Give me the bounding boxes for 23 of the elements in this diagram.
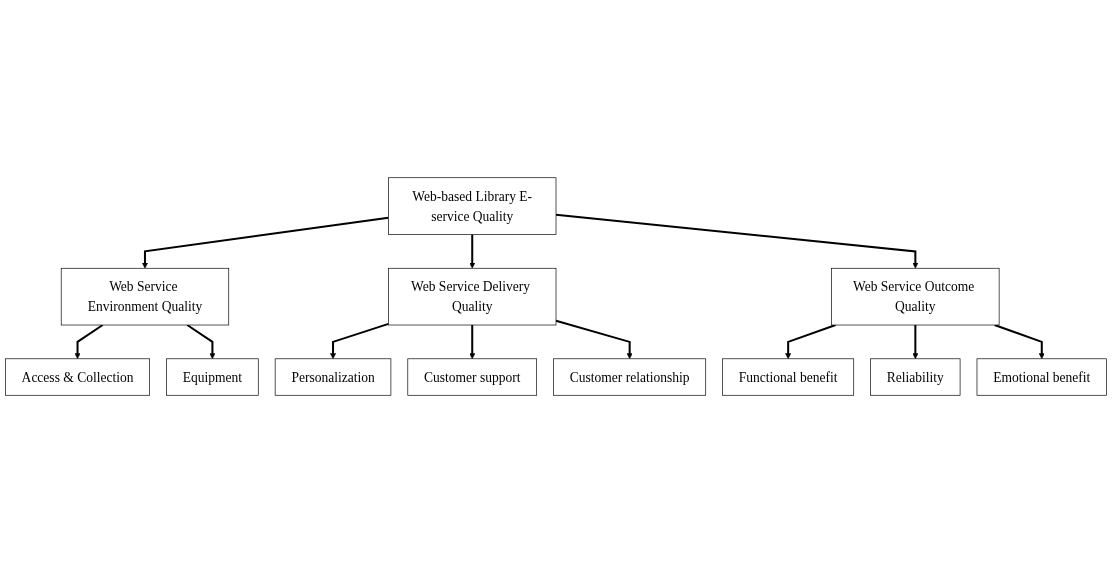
- node-box: Web-based Library E-service Quality: [388, 177, 557, 235]
- node-box: Emotional benefit: [976, 358, 1107, 396]
- arrow: [912, 325, 919, 360]
- node-box: Access & Collection: [5, 358, 150, 396]
- node-box: Personalization: [274, 358, 392, 396]
- arrow: [785, 324, 836, 360]
- arrow: [469, 234, 476, 269]
- node-box: Customer relationship: [553, 358, 707, 396]
- arrow: [186, 324, 216, 360]
- arrow: [469, 325, 476, 360]
- node-box: Equipment: [166, 358, 259, 396]
- arrow: [330, 322, 389, 360]
- node-box: Functional benefit: [722, 358, 855, 396]
- arrow: [994, 324, 1045, 360]
- node-box: Reliability: [870, 358, 961, 396]
- node-box: Web Service Environment Quality: [60, 267, 230, 326]
- node-box: Web Service Outcome Quality: [831, 267, 1000, 326]
- node-box: Customer support: [407, 358, 537, 396]
- arrow: [74, 324, 104, 360]
- arrow: [555, 213, 919, 269]
- arrow: [142, 216, 389, 269]
- node-box: Web Service Delivery Quality: [388, 267, 557, 326]
- arrow: [555, 319, 633, 360]
